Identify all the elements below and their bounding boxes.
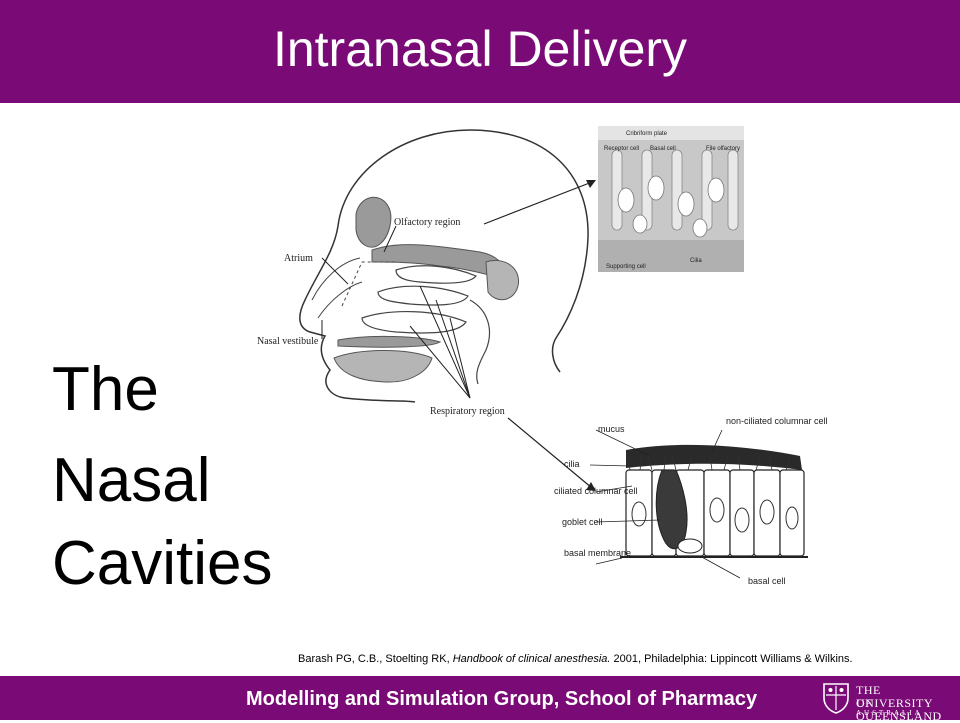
inset-label-cilia: Cilia	[690, 258, 702, 264]
dashed-boundary	[341, 261, 398, 307]
resp-label-goblet: goblet cell	[562, 517, 603, 527]
inset-label-file: File olfactory	[706, 146, 740, 152]
heading-line-1: The	[52, 355, 159, 424]
heading-line-2: Nasal	[52, 446, 211, 515]
label-respiratory-region: Respiratory region	[430, 406, 505, 417]
inferior-turbinate	[361, 311, 467, 334]
vestibule-outline	[311, 257, 363, 319]
footer-group-name: Modelling and Simulation Group, School o…	[246, 688, 758, 710]
oral-region	[333, 350, 433, 383]
header-bar: Intranasal Delivery	[0, 0, 960, 103]
resp-label-ciliated: ciliated columnar cell	[554, 486, 638, 496]
citation-publisher: 2001, Philadelphia: Lippincott Williams …	[610, 653, 853, 665]
inset-label-receptor: Receptor cell	[604, 146, 639, 152]
label-olfactory-region: Olfactory region	[394, 217, 460, 228]
label-atrium: Atrium	[284, 253, 313, 264]
superior-turbinate	[395, 265, 477, 284]
inset-label-supporting: Supporting cell	[606, 264, 646, 270]
head-outline	[337, 129, 589, 373]
olfactory-epithelium-inset: Cribriform plate Receptor cell Basal cel…	[598, 126, 744, 272]
middle-turbinate	[377, 285, 469, 306]
resp-label-basal-cell: basal cell	[748, 576, 786, 586]
respiratory-epithelium-inset: mucus non-ciliated columnar cell cilia c…	[554, 416, 828, 586]
inset-label-basal: Basal cell	[650, 146, 676, 152]
citation: Barash PG, C.B., Stoelting RK, Handbook …	[298, 652, 853, 666]
heading-line-3: Cavities	[52, 529, 273, 598]
uq-name-line-1: THE UNIVERSITY	[856, 683, 933, 710]
slide-title: Intranasal Delivery	[272, 21, 688, 77]
inset-label-plate: Cribriform plate	[626, 131, 668, 137]
resp-label-mucus: mucus	[598, 424, 625, 434]
nasopharynx	[469, 299, 491, 385]
frontal-sinus	[355, 196, 392, 248]
resp-label-cilia: cilia	[564, 459, 580, 469]
uq-name-line-3: AUSTRALIA	[856, 709, 923, 717]
resp-label-basal-membrane: basal membrane	[564, 548, 631, 558]
face-profile	[299, 225, 416, 403]
citation-title: Handbook of clinical anesthesia.	[452, 653, 611, 665]
university-logo: THE UNIVERSITY OF QUEENSLAND AUSTRALIA	[822, 679, 958, 723]
hard-palate	[337, 335, 442, 348]
sphenoid-sinus	[485, 260, 520, 301]
label-nasal-vestibule: Nasal vestibule	[257, 336, 319, 347]
citation-authors: Barash PG, C.B., Stoelting RK,	[298, 653, 453, 665]
crest-icon	[823, 683, 849, 714]
uq-name-line-2: OF QUEENSLAND	[856, 696, 942, 723]
footer-bar: Modelling and Simulation Group, School o…	[0, 676, 960, 723]
resp-label-nonciliated: non-ciliated columnar cell	[726, 416, 828, 426]
